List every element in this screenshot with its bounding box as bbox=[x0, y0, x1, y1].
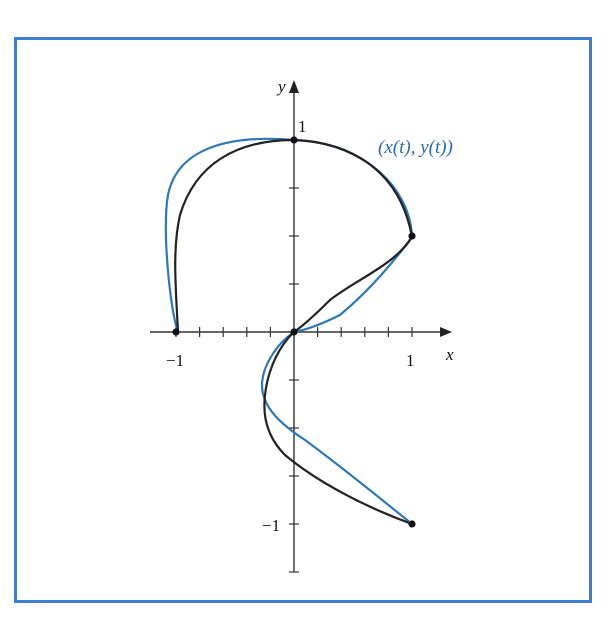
x-tick-label-1: 1 bbox=[406, 351, 415, 370]
key-point bbox=[408, 232, 416, 240]
key-points bbox=[172, 136, 416, 528]
key-point bbox=[172, 328, 180, 336]
y-tick-label-neg1: −1 bbox=[262, 516, 280, 535]
x-axis-arrow bbox=[440, 327, 452, 337]
approximation-curve bbox=[174, 138, 414, 526]
y-axis-label: y bbox=[276, 77, 286, 96]
key-point bbox=[290, 328, 298, 336]
y-tick-label-1: 1 bbox=[298, 117, 307, 136]
x-axis-label: x bbox=[445, 345, 454, 364]
curve-label: (x(t), y(t)) bbox=[378, 137, 453, 158]
figure-frame bbox=[14, 37, 592, 603]
x-tick-label-neg1: −1 bbox=[166, 351, 184, 370]
key-point bbox=[290, 136, 298, 144]
key-point bbox=[408, 520, 416, 528]
y-axis-arrow bbox=[289, 80, 299, 93]
parametric-curve bbox=[164, 137, 414, 525]
